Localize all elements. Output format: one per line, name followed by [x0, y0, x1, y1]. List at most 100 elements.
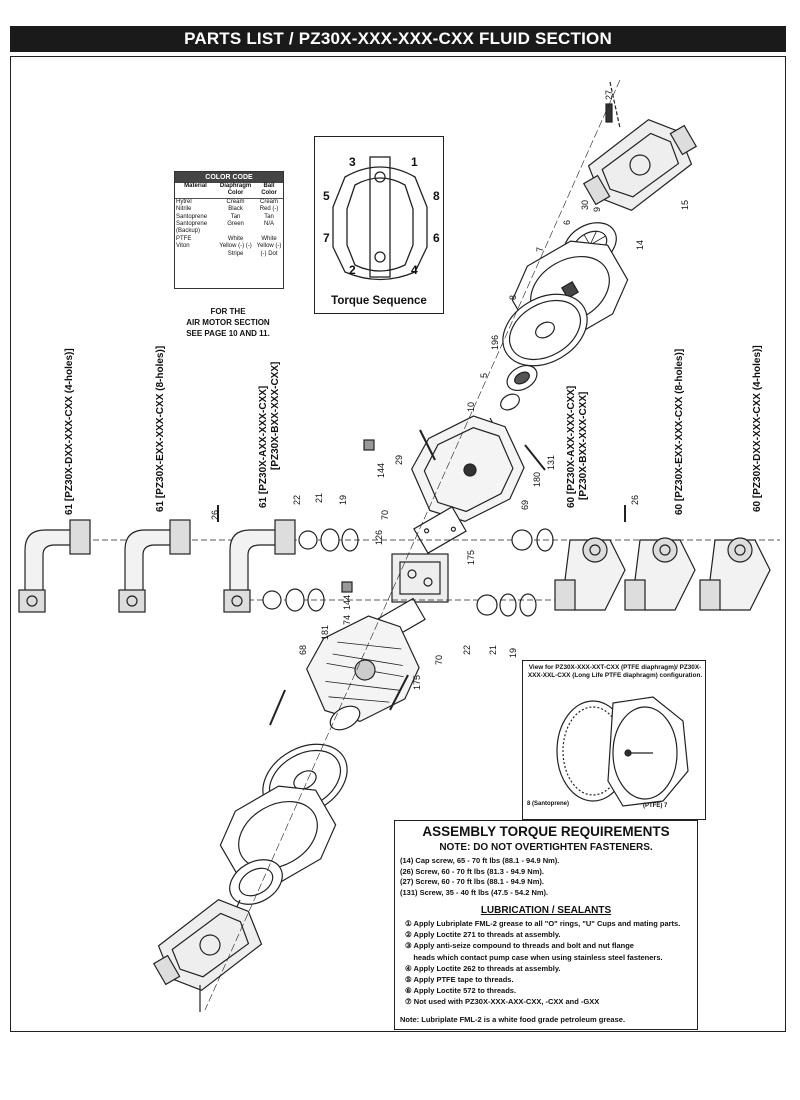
cc-cell: Cream [226, 198, 245, 205]
part-21a: 21 [314, 492, 324, 503]
part-69: 69 [520, 499, 530, 510]
cc-cell: PTFE [176, 235, 192, 242]
part-8: 8 [508, 294, 518, 300]
torque-item: (131) Screw, 35 - 40 ft lbs (47.5 - 54.2… [400, 887, 549, 897]
diagram-frame [10, 56, 786, 1032]
cc-cell: Cream [260, 198, 279, 205]
cc-cell: Hytrel [176, 198, 192, 205]
torque-num-4: 4 [411, 263, 418, 277]
lower-fluid-cap [152, 899, 263, 991]
torque-item: (26) Screw, 60 - 70 ft lbs (81.3 - 94.9 … [400, 866, 544, 876]
ptfe-view-box: View for PZ30X-XXX-XXT-CXX (PTFE diaphra… [522, 660, 706, 820]
table-row: Nitrile Black Red (-) [175, 206, 283, 213]
manifold-right-1 [554, 537, 626, 611]
lubrication-list: ① Apply Lubriplate FML-2 grease to all "… [405, 918, 680, 1008]
ptfe-view-ptfe-label: (PTFE) 7 [643, 803, 668, 809]
part-68: 68 [298, 644, 308, 655]
torque-num-6: 6 [433, 231, 440, 245]
valve-block [391, 553, 449, 603]
cc-cell: Black [228, 206, 243, 213]
air-motor-note: FOR THE AIR MOTOR SECTION SEE PAGE 10 AN… [168, 306, 288, 339]
air-motor-line: SEE PAGE 10 AND 11. [186, 329, 270, 338]
lub-item: ④ Apply Loctite 262 to threads at assemb… [405, 963, 561, 973]
part-14: 14 [635, 239, 645, 250]
part-131: 131 [546, 454, 556, 470]
washer-5 [500, 393, 520, 411]
ptfe-view-santoprene-label: 8 (Santoprene) [527, 801, 570, 807]
torque-sequence-label: Torque Sequence [331, 295, 427, 307]
part-180: 180 [532, 471, 542, 487]
cc-header-material: Material [175, 183, 216, 199]
part-70b: 70 [434, 654, 444, 665]
torque-num-7: 7 [323, 231, 330, 245]
lub-item: ② Apply Loctite 271 to threads at assemb… [405, 930, 561, 940]
manifold-label-right-2: 60 [PZ30X-EXX-XXX-CXX (8-holes)] [674, 348, 685, 515]
cc-cell: Tan [264, 213, 274, 220]
part-15: 15 [680, 199, 690, 210]
torque-diagram [332, 156, 428, 281]
air-motor-line: FOR THE [210, 307, 246, 316]
cc-cell: Yellow (-) (-) Dot [256, 243, 282, 257]
torque-sequence-box: 3 1 5 8 7 6 2 4 Torque Sequence [314, 136, 444, 314]
part-10: 10 [466, 401, 476, 412]
part-19b: 19 [508, 647, 518, 658]
upper-fluid-cap [582, 119, 698, 211]
part-22b: 22 [462, 644, 472, 655]
part-9: 9 [592, 206, 602, 212]
manifold-right-2 [624, 537, 696, 611]
lubrication-title: LUBRICATION / SEALANTS [480, 905, 612, 916]
page-title: PARTS LIST / PZ30X-XXX-XXX-CXX FLUID SEC… [10, 26, 786, 52]
manifold-left-2 [118, 519, 191, 613]
part-30: 30 [580, 199, 590, 210]
cc-cell: White [261, 235, 277, 242]
part-144b: 144 [342, 594, 352, 610]
lub-item: heads which contact pump case when using… [405, 952, 663, 962]
part-126: 126 [374, 529, 384, 545]
diaphragm-lower-7 [219, 785, 337, 885]
cc-cell: Tan [230, 213, 241, 220]
assembly-title: ASSEMBLY TORQUE REQUIREMENTS [422, 824, 670, 839]
part-70a: 70 [380, 509, 390, 520]
color-code-title: COLOR CODE [175, 172, 283, 183]
part-144a: 144 [376, 462, 386, 478]
part-196: 196 [490, 334, 500, 350]
cc-cell: Green [227, 221, 244, 228]
torque-list: (14) Cap screw, 65 - 70 ft lbs (88.1 - 9… [400, 856, 559, 898]
manifold-label-right-1a: 60 [PZ30X-AXX-XXX-CXX] [566, 385, 577, 508]
color-code-table: COLOR CODE Material Diaphragm Color Ball… [174, 171, 284, 289]
torque-num-2: 2 [349, 263, 356, 277]
part-26a: 26 [210, 509, 220, 520]
manifold-right-3 [699, 537, 771, 611]
cc-cell: Yellow (-) (-) Stripe [219, 243, 252, 257]
manifold-label-right-1b: [PZ30X-BXX-XXX-CXX] [578, 391, 589, 500]
lub-item: ③ Apply anti-seize compound to threads a… [405, 941, 634, 951]
manifold-left-3 [223, 519, 296, 613]
assembly-requirements-box: ASSEMBLY TORQUE REQUIREMENTS NOTE: DO NO… [394, 820, 698, 1030]
cc-cell: Santoprene [176, 213, 208, 220]
plate-lower-6 [229, 859, 283, 905]
torque-num-1: 1 [411, 155, 418, 169]
part-175b: 175 [412, 674, 422, 690]
table-row: PTFE White White [175, 236, 283, 243]
manifold-label-left-2: 61 [PZ30X-EXX-XXX-CXX (8-holes)] [155, 345, 166, 512]
manifold-label-left-3a: 61 [PZ30X-AXX-XXX-CXX] [258, 385, 269, 508]
torque-num-8: 8 [433, 189, 440, 203]
torque-num-3: 3 [349, 155, 356, 169]
part-29: 29 [394, 454, 404, 465]
table-row: Santoprene Tan Tan [175, 214, 283, 221]
torque-item: (27) Screw, 60 - 70 ft lbs (88.1 - 94.9 … [400, 877, 544, 886]
manifold-label-left-1: 61 [PZ30X-DXX-XXX-CXX (4-holes)] [64, 348, 75, 515]
lub-item: ① Apply Lubriplate FML-2 grease to all "… [405, 919, 681, 928]
part-175a: 175 [466, 549, 476, 565]
torque-item: (14) Cap screw, 65 - 70 ft lbs (88.1 - 9… [400, 856, 560, 865]
part-6: 6 [562, 219, 572, 225]
cc-cell: Nitrile [176, 206, 192, 213]
cc-cell: White [227, 235, 244, 242]
part-21b: 21 [488, 644, 498, 655]
cc-cell: N/A [264, 221, 275, 228]
lub-item: ⑦ Not used with PZ30X-XXX-AXX-CXX, -CXX … [405, 997, 600, 1007]
ptfe-view-drawing [556, 696, 689, 807]
cc-cell: Red (-) [259, 206, 279, 213]
